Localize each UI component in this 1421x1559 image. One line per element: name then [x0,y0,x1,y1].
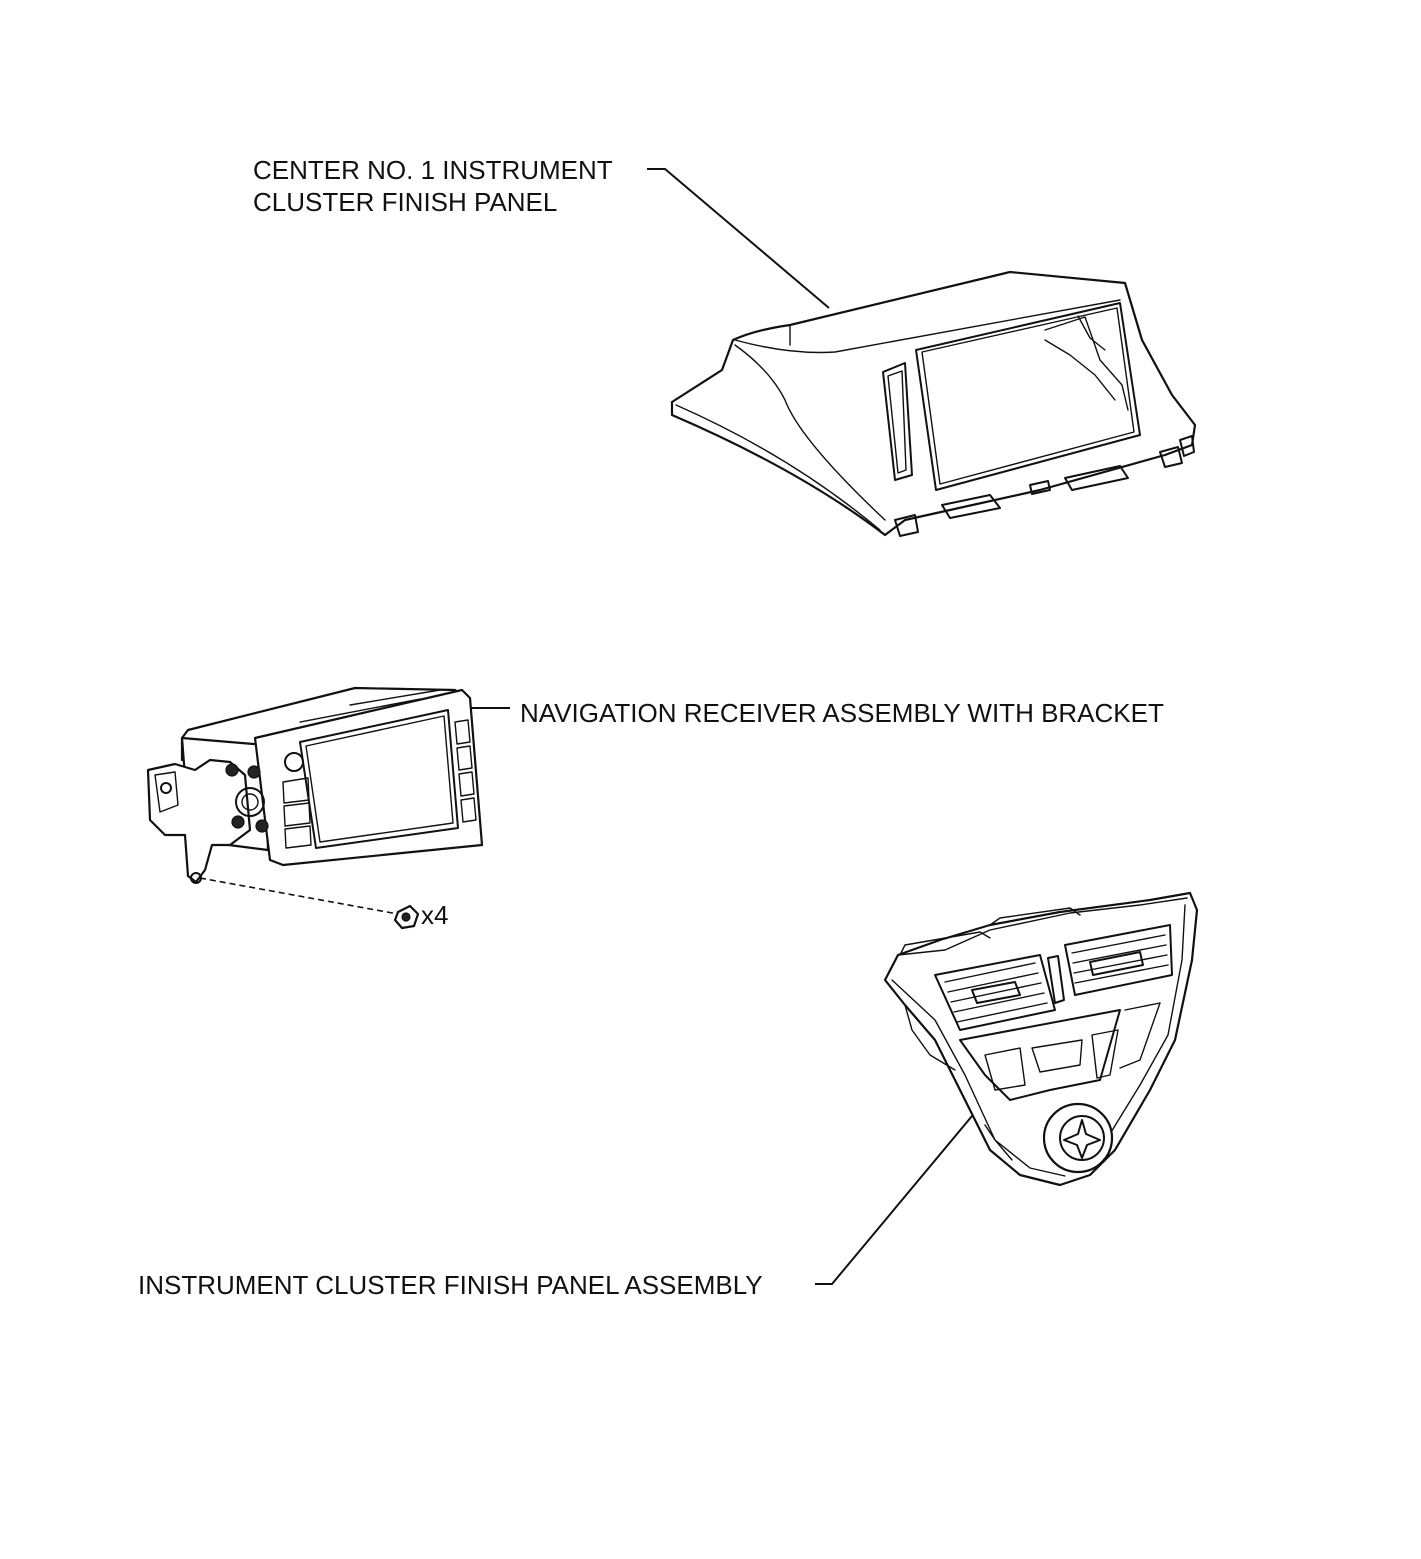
nav-left-button-2 [283,802,311,827]
navigation-receiver-part [146,686,484,930]
nav-right-button-4 [460,797,477,823]
nav-bracket-screw-2 [247,765,261,779]
ipa-control-area [959,1009,1121,1101]
ipa-left-vent-louver-3 [950,982,1042,1003]
ipa-right-vent-louver-3 [1073,954,1168,974]
center-panel-opening-inner [921,307,1135,485]
instrument-panel-leader-line [815,1115,973,1285]
center-panel-leader-line [647,168,830,309]
center-panel-side-slot-inner [887,370,907,474]
ipa-control-knob [1042,1102,1114,1174]
nav-disc-slot [349,689,441,706]
ipa-center-divider [1047,955,1065,1004]
center-panel-clip-3 [1029,480,1051,495]
nav-right-button-3 [458,771,475,797]
nav-side-bracket [146,758,252,884]
nav-bracket-boss-inner [241,793,259,811]
center-panel-clip-1 [941,494,1001,519]
ipa-left-vent-louver-1 [944,962,1036,983]
ipa-top-ridge [897,897,1188,956]
nav-volume-knob [284,752,304,772]
center-panel-inner-rib [1044,339,1116,401]
ipa-lower-left-body [904,1004,956,1071]
nav-left-button-1 [282,777,310,804]
ipa-right-vent-louver-4 [1074,964,1169,984]
center-panel-tab-left [894,514,919,537]
screw-quantity-label: x4 [421,900,448,930]
nav-bracket-hole-1 [160,782,172,794]
ipa-bezel-inner-edge-right [1104,904,1186,1143]
center-panel-side-slot [882,362,913,481]
screw-icon [393,904,420,930]
center-panel-sweep [734,344,886,521]
ipa-left-button-group [984,1047,1026,1091]
center-panel-inner-rib2 [1077,315,1106,351]
nav-top-rib [299,698,421,723]
center-panel-tab-right2 [1179,435,1195,457]
ipa-lower-left-body-2 [984,1124,1013,1161]
ipa-left-vent-louver-4 [953,992,1045,1013]
instrument-panel-assembly-label: INSTRUMENT CLUSTER FINISH PANEL ASSEMBLY [138,1270,763,1300]
ipa-left-vent-knob [971,981,1021,1004]
nav-screen [299,709,459,849]
nav-right-button-2 [456,745,473,771]
ipa-right-vent [1064,924,1173,996]
nav-left-button-3 [284,825,312,849]
center-panel-lower-edge [675,404,881,531]
center-panel-top-edge [734,299,1121,354]
instrument-panel-assembly-part [883,891,1199,1187]
ipa-left-vent [934,954,1056,1031]
navigation-receiver-label: NAVIGATION RECEIVER ASSEMBLY WITH BRACKE… [520,698,1164,728]
nav-right-button-1 [454,719,471,745]
ipa-control-knob-face [1059,1115,1105,1161]
nav-bracket-screw-1 [225,763,239,777]
ipa-control-knob-center [1063,1119,1101,1159]
ipa-right-vent-knob [1089,951,1144,976]
ipa-center-button [1031,1039,1083,1073]
nav-bracket-screw-4 [255,819,269,833]
nav-bracket-boss [235,787,265,817]
ipa-right-side-ribs [1119,1002,1161,1069]
ipa-bezel-inner-edge-left [891,979,1066,1177]
ipa-outer-bezel [883,891,1199,1187]
center-panel-tab-right [1159,446,1183,468]
center-panel-inner-bracket [1044,316,1129,411]
screw-dashed-line [199,877,399,915]
nav-bracket-tab [154,771,179,813]
center-panel-shell [670,270,1197,537]
ipa-left-vent-louver-2 [947,972,1039,993]
center-finish-panel-part [670,270,1197,537]
nav-bracket-screw-3 [231,815,245,829]
ipa-left-vent-louver-5 [956,1002,1048,1023]
nav-screen-inner [305,715,454,843]
ipa-right-vent-louver-2 [1072,944,1167,964]
ipa-upper-housing-2 [899,931,991,956]
center-panel-label-line2: CLUSTER FINISH PANEL [253,187,557,217]
center-panel-label-line1: CENTER NO. 1 INSTRUMENT [253,155,613,185]
center-panel-display-opening [915,302,1141,491]
center-panel-clip-2 [1064,465,1129,491]
ipa-right-button-group [1091,1029,1119,1079]
ipa-upper-housing-1 [989,907,1081,926]
ipa-right-vent-louver-1 [1071,934,1166,954]
